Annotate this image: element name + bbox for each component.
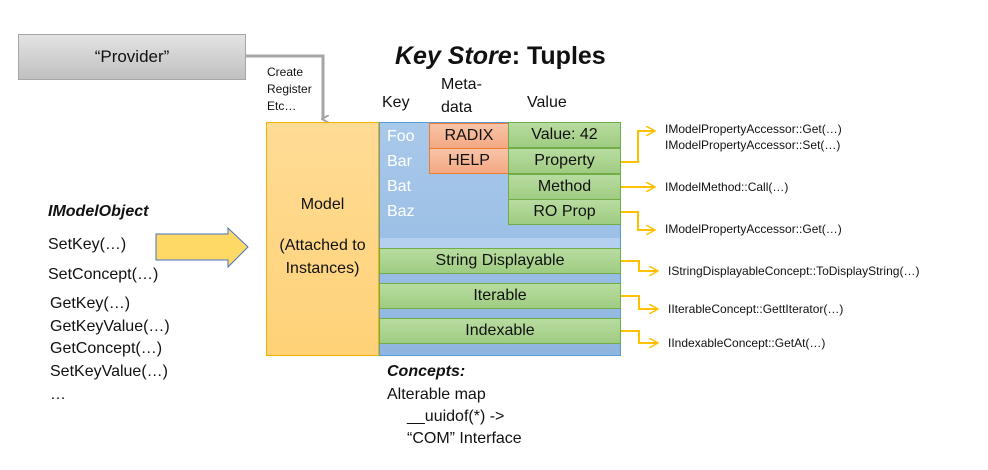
title-italic: Key Store bbox=[395, 42, 512, 70]
model-box: Model (Attached to Instances) bbox=[266, 122, 379, 356]
concept-iterable: Iterable bbox=[379, 283, 621, 309]
metadata-radix: RADIX bbox=[429, 123, 509, 149]
provider-action-label: Create Register Etc… bbox=[267, 64, 312, 115]
title-rest: : Tuples bbox=[511, 42, 606, 70]
value-42: Value: 42 bbox=[508, 122, 621, 148]
method-setkeyvalue: SetKeyValue(…) bbox=[50, 363, 168, 380]
api-to-display-string: IStringDisplayableConcept::ToDisplayStri… bbox=[668, 264, 920, 278]
method-setconcept: SetConcept(…) bbox=[48, 266, 159, 283]
key-bat: Bat bbox=[387, 178, 412, 195]
value-method: Method bbox=[508, 174, 621, 200]
provider-label: “Provider” bbox=[94, 47, 170, 66]
header-key: Key bbox=[382, 94, 410, 111]
method-more: … bbox=[50, 386, 66, 403]
method-getkeyvalue: GetKeyValue(…) bbox=[50, 318, 170, 335]
api-ro-prop-get: IModelPropertyAccessor::Get(…) bbox=[665, 222, 842, 236]
api-property-get: IModelPropertyAccessor::Get(…) bbox=[665, 122, 842, 136]
connector-indexable bbox=[620, 330, 658, 343]
model-sub: Instances) bbox=[285, 260, 360, 277]
imodelobject-title: IModelObject bbox=[48, 203, 149, 220]
value-property: Property bbox=[508, 148, 621, 174]
method-getconcept: GetConcept(…) bbox=[50, 340, 163, 357]
key-foo: Foo bbox=[387, 128, 415, 145]
concept-string-displayable: String Displayable bbox=[379, 248, 621, 274]
method-getkey: GetKey(…) bbox=[50, 295, 131, 312]
method-setkey: SetKey(…) bbox=[48, 236, 127, 253]
page-title: Key Store: Tuples bbox=[395, 42, 606, 71]
metadata-help: HELP bbox=[429, 148, 509, 174]
value-ro-prop: RO Prop bbox=[508, 199, 621, 225]
model-arrow bbox=[155, 226, 249, 269]
action-create: Create bbox=[267, 65, 304, 79]
model-sub: (Attached to bbox=[279, 237, 366, 254]
api-method-call: IModelMethod::Call(…) bbox=[665, 180, 789, 194]
provider-box: “Provider” bbox=[18, 34, 246, 80]
concepts-line: Alterable map bbox=[387, 386, 486, 403]
concepts-line: “COM” Interface bbox=[407, 430, 522, 447]
concept-indexable: Indexable bbox=[379, 318, 621, 344]
header-meta-line: data bbox=[441, 99, 473, 116]
provider-arrow bbox=[245, 54, 323, 119]
connector-ro-prop bbox=[621, 211, 655, 230]
action-register: Register bbox=[267, 82, 312, 96]
connector-string bbox=[620, 260, 658, 271]
connector-property bbox=[620, 131, 655, 163]
action-etc: Etc… bbox=[267, 99, 297, 113]
concepts-line: __uuidof(*) -> bbox=[407, 408, 505, 425]
concepts-title: Concepts: bbox=[387, 363, 466, 380]
key-baz: Baz bbox=[387, 203, 415, 220]
header-value: Value bbox=[527, 94, 567, 111]
api-get-at: IIndexableConcept::GetAt(…) bbox=[668, 336, 826, 350]
header-meta-line: Meta- bbox=[441, 76, 482, 93]
model-label: Model bbox=[300, 196, 345, 213]
key-bar: Bar bbox=[387, 153, 412, 170]
api-get-iterator: IIterableConcept::GettIterator(…) bbox=[668, 302, 844, 316]
api-property-set: IModelPropertyAccessor::Set(…) bbox=[665, 138, 841, 152]
store-separator bbox=[380, 238, 620, 248]
connector-iterable bbox=[620, 295, 658, 309]
header-metadata: Meta- data bbox=[441, 73, 482, 119]
